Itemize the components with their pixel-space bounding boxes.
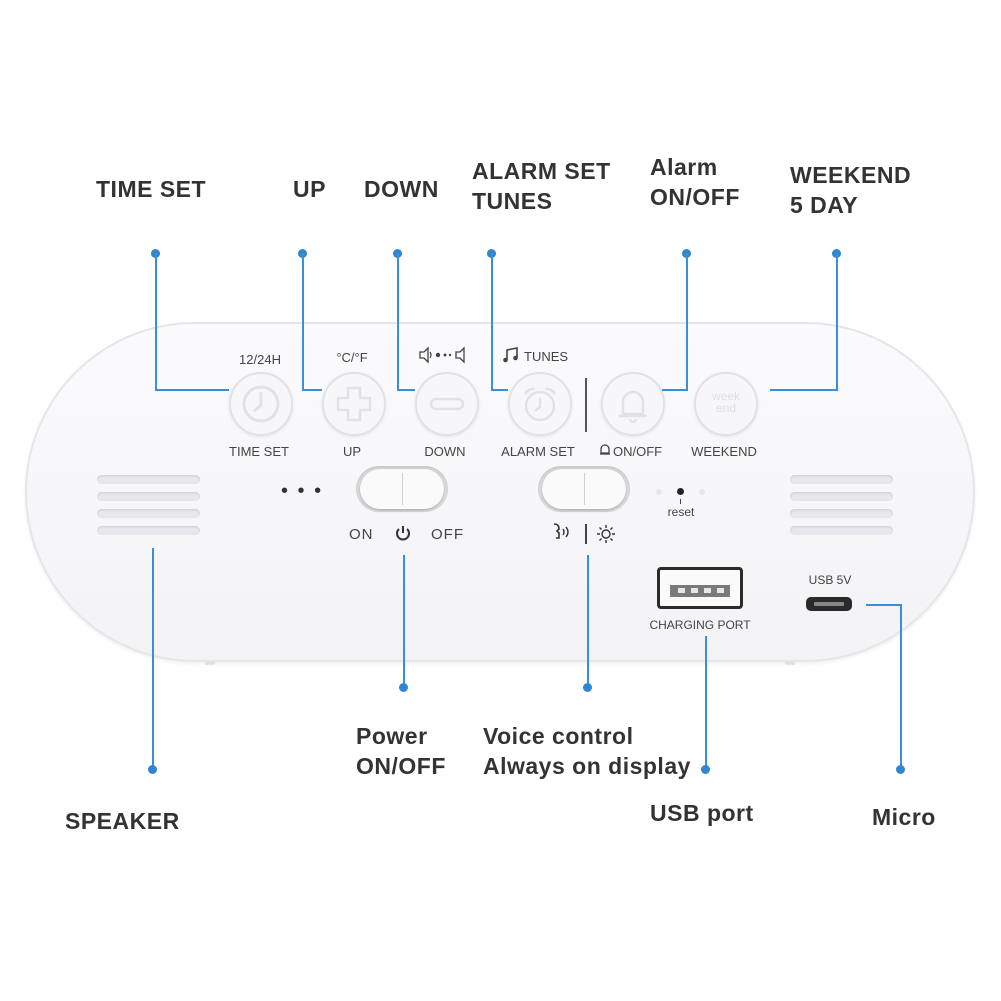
reset-indicator-left <box>656 489 662 495</box>
label-usb-5v: USB 5V <box>808 573 852 587</box>
small-bell-icon <box>598 443 612 462</box>
indicator-dots: • • • <box>281 480 324 502</box>
callout-up: UP <box>293 176 326 202</box>
alarm-set-button[interactable] <box>508 372 572 436</box>
callout-alarm-onoff-line2: ON/OFF <box>650 184 740 210</box>
leader-alarm-onoff-h <box>662 389 688 391</box>
switch-divider <box>585 524 587 544</box>
callout-power-line1: Power <box>356 723 428 749</box>
leader-time-set-h <box>155 389 229 391</box>
callout-weekend-line1: WEEKEND <box>790 162 912 188</box>
callout-power: Power ON/OFF <box>356 721 446 781</box>
leader-time-set-v <box>155 253 157 390</box>
label-celsius-fahrenheit: °C/°F <box>336 350 368 365</box>
weekend-icon: week end <box>696 390 756 414</box>
leader-down-v <box>397 253 399 390</box>
label-12-24h: 12/24H <box>239 352 281 367</box>
leader-speaker-v <box>152 548 154 768</box>
label-weekend: WEEKEND <box>691 444 757 459</box>
weekend-icon-line2: end <box>715 401 737 415</box>
label-reset: reset <box>667 505 695 519</box>
reset-hole[interactable] <box>677 488 684 495</box>
label-down: DOWN <box>424 444 466 459</box>
label-alarm-set: ALARM SET <box>501 444 575 459</box>
leader-up-h <box>302 389 322 391</box>
callout-usb: USB port <box>650 800 754 826</box>
leader-power-v <box>403 555 405 686</box>
voice-icon <box>551 522 577 547</box>
leader-micro-v <box>900 604 902 768</box>
leader-weekend-h <box>770 389 838 391</box>
leader-weekend-v <box>836 253 838 390</box>
usb-port-tongue <box>670 585 730 597</box>
callout-alarm-set-line2: TUNES <box>472 188 553 214</box>
pointer-dot-micro <box>896 765 905 774</box>
pointer-dot-voice <box>583 683 592 692</box>
label-power-on: ON <box>349 526 374 543</box>
leader-alarm-onoff-v <box>686 253 688 390</box>
down-button[interactable] <box>415 372 479 436</box>
button-divider <box>585 378 587 432</box>
power-switch[interactable] <box>356 466 448 512</box>
sun-icon <box>596 524 616 549</box>
callout-voice-line1: Voice control <box>483 723 634 749</box>
label-up: UP <box>342 444 362 459</box>
power-switch-knob[interactable] <box>360 469 444 509</box>
power-icon <box>394 524 412 547</box>
callout-voice-line2: Always on display <box>483 753 691 779</box>
leader-down-h <box>397 389 415 391</box>
leader-up-v <box>302 253 304 390</box>
label-tunes: TUNES <box>524 349 569 364</box>
time-set-button[interactable] <box>229 372 293 436</box>
callout-alarm-onoff-line1: Alarm <box>650 154 718 180</box>
alarm-clock-icon <box>523 387 557 422</box>
callout-speaker: SPEAKER <box>65 808 180 834</box>
volume-icon <box>418 346 478 369</box>
pointer-dot-speaker <box>148 765 157 774</box>
callout-time-set: TIME SET <box>96 176 207 202</box>
leader-alarm-set-v <box>491 253 493 390</box>
label-on-off: ON/OFF <box>613 444 663 459</box>
callout-alarm-set-line1: ALARM SET <box>472 158 611 184</box>
callout-weekend: WEEKEND 5 DAY <box>790 160 911 220</box>
callout-alarm-onoff: Alarm ON/OFF <box>650 152 740 212</box>
reset-indicator-right <box>699 489 705 495</box>
callout-alarm-set: ALARM SET TUNES <box>472 156 611 216</box>
up-button[interactable] <box>322 372 386 436</box>
weekend-button[interactable]: week end <box>694 372 758 436</box>
reset-tick <box>680 499 681 504</box>
callout-down: DOWN <box>364 176 439 202</box>
leader-micro-h <box>866 604 900 606</box>
leader-alarm-set-h <box>491 389 508 391</box>
clock-icon <box>242 385 280 423</box>
pointer-dot-usb <box>701 765 710 774</box>
music-note-icon <box>502 347 522 368</box>
alarm-on-off-button[interactable] <box>601 372 665 436</box>
leader-usb-v <box>705 636 707 768</box>
micro-usb-port[interactable] <box>806 597 852 611</box>
callout-micro: Micro <box>872 804 936 830</box>
callout-weekend-line2: 5 DAY <box>790 192 859 218</box>
callout-power-line2: ON/OFF <box>356 753 446 779</box>
minus-icon <box>429 397 465 411</box>
callout-voice: Voice control Always on display <box>483 721 691 781</box>
bell-icon <box>619 390 647 424</box>
label-time-set: TIME SET <box>229 444 289 459</box>
usb-charging-port[interactable] <box>657 567 743 609</box>
label-charging-port: CHARGING PORT <box>649 618 751 632</box>
leader-voice-v <box>587 555 589 686</box>
voice-display-switch[interactable] <box>538 466 630 512</box>
pointer-dot-power <box>399 683 408 692</box>
plus-icon <box>336 386 372 422</box>
label-power-off: OFF <box>431 526 464 543</box>
weekend-icon-line1: week <box>711 389 740 403</box>
voice-display-switch-knob[interactable] <box>542 469 626 509</box>
